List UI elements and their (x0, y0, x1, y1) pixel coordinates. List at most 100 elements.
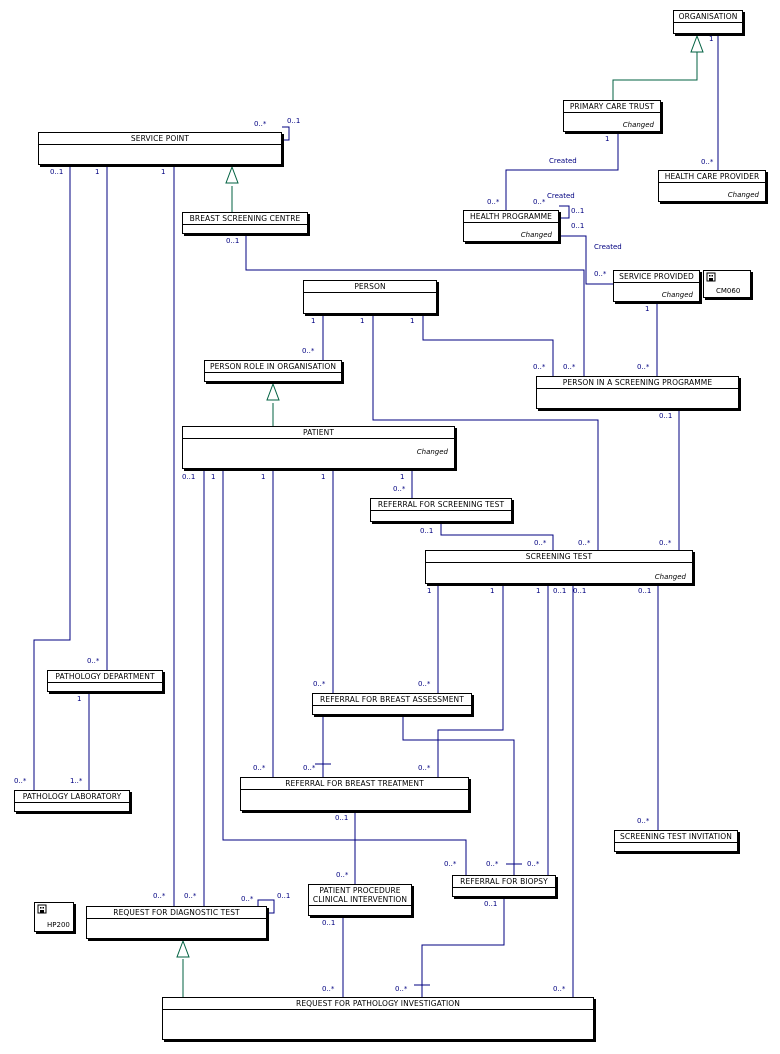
entity-name: SERVICE POINT (39, 133, 281, 145)
role-label: Created (549, 157, 577, 165)
multiplicity-label: 0..* (563, 363, 576, 371)
multiplicity-label: 0..* (87, 657, 100, 665)
multiplicity-label: 1 (261, 473, 266, 481)
entity-person-in-a-screening-programme[interactable]: PERSON IN A SCREENING PROGRAMME (536, 376, 739, 409)
multiplicity-label: 0..* (393, 485, 406, 493)
multiplicity-label: 0..* (701, 158, 714, 166)
multiplicity-label: 0..* (659, 539, 672, 547)
multiplicity-label: 0..* (594, 270, 607, 278)
entity-name: PRIMARY CARE TRUST (564, 101, 660, 113)
multiplicity-label: 0..1 (553, 587, 567, 595)
multiplicity-label: 0..* (637, 363, 650, 371)
multiplicity-label: 0..1 (573, 587, 587, 595)
entity-name: REFERRAL FOR SCREENING TEST (371, 499, 511, 511)
multiplicity-label: 0..1 (638, 587, 652, 595)
entity-name: SCREENING TEST INVITATION (615, 831, 737, 843)
multiplicity-label: 0..* (486, 860, 499, 868)
entity-service-provided[interactable]: SERVICE PROVIDED Changed (613, 270, 700, 302)
role-label: Created (594, 243, 622, 251)
entity-stereotype: Changed (416, 448, 448, 456)
entity-referral-for-breast-assessment[interactable]: REFERRAL FOR BREAST ASSESSMENT (312, 693, 472, 715)
entity-breast-screening-centre[interactable]: BREAST SCREENING CENTRE (182, 212, 308, 234)
relationship-line (222, 469, 467, 875)
entity-referral-for-biopsy[interactable]: REFERRAL FOR BIOPSY (452, 875, 556, 897)
multiplicity-label: 0..* (534, 539, 547, 547)
relationship-line (245, 234, 585, 376)
relationship-line (505, 133, 619, 210)
multiplicity-label: 0..1 (571, 207, 585, 215)
tag-cm060[interactable]: CM060 (703, 270, 751, 298)
entity-name: PATHOLOGY LABORATORY (15, 791, 129, 803)
entity-name: PATIENT (183, 427, 454, 439)
entity-name: REFERRAL FOR BREAST TREATMENT (241, 778, 468, 790)
entity-primary-care-trust[interactable]: PRIMARY CARE TRUST Changed (563, 100, 661, 132)
multiplicity-label: 0..1 (335, 814, 349, 822)
multiplicity-label: 0..* (313, 680, 326, 688)
tag-name: HP200 (47, 921, 70, 929)
multiplicity-label: 1 (400, 473, 405, 481)
entity-name: SCREENING TEST (426, 551, 692, 563)
multiplicity-label: 1 (360, 317, 365, 325)
entity-organisation[interactable]: ORGANISATION (673, 10, 743, 34)
entity-patient[interactable]: PATIENT Changed (182, 426, 455, 469)
building-icon (706, 272, 716, 282)
entity-screening-test[interactable]: SCREENING TEST Changed (425, 550, 693, 584)
entity-name: SERVICE PROVIDED (614, 271, 699, 283)
multiplicity-label: 1..* (70, 777, 83, 785)
entity-person[interactable]: PERSON (303, 280, 437, 314)
multiplicity-label: 0..1 (322, 919, 336, 927)
multiplicity-label: 0..* (533, 198, 546, 206)
relationship-line (440, 522, 554, 550)
entity-name: PATHOLOGY DEPARTMENT (48, 671, 162, 683)
entity-patient-procedure-clinical-intervention[interactable]: PATIENT PROCEDURE CLINICAL INTERVENTION (308, 884, 412, 916)
entity-pathology-laboratory[interactable]: PATHOLOGY LABORATORY (14, 790, 130, 812)
multiplicity-label: 0..* (336, 871, 349, 879)
relationship-line (559, 205, 570, 219)
multiplicity-label: 0..1 (277, 892, 291, 900)
multiplicity-label: 1 (95, 168, 100, 176)
building-icon (37, 904, 47, 914)
multiplicity-label: 0..* (241, 895, 254, 903)
multiplicity-label: 0..* (553, 985, 566, 993)
relationship-line (422, 314, 554, 376)
multiplicity-label: 0..* (322, 985, 335, 993)
multiplicity-label: 1 (311, 317, 316, 325)
multiplicity-label: 0..* (637, 817, 650, 825)
generalization-arrow (266, 382, 280, 401)
multiplicity-label: 0..1 (659, 412, 673, 420)
multiplicity-label: 0..1 (420, 527, 434, 535)
generalization-line (612, 52, 698, 100)
multiplicity-label: 0..* (303, 764, 316, 772)
multiplicity-label: 1 (427, 587, 432, 595)
multiplicity-label: 0..1 (182, 473, 196, 481)
entity-name: REFERRAL FOR BREAST ASSESSMENT (313, 694, 471, 706)
entity-person-role-in-organisation[interactable]: PERSON ROLE IN ORGANISATION (204, 360, 342, 382)
entity-health-programme[interactable]: HEALTH PROGRAMME Changed (463, 210, 559, 242)
entity-name: ORGANISATION (674, 11, 742, 23)
entity-request-for-pathology-investigation[interactable]: REQUEST FOR PATHOLOGY INVESTIGATION (162, 997, 594, 1040)
entity-health-care-provider[interactable]: HEALTH CARE PROVIDER Changed (658, 170, 766, 202)
multiplicity-label: 0..* (418, 764, 431, 772)
generalization-arrow (690, 34, 704, 53)
relationship-line (257, 899, 275, 914)
entity-referral-for-breast-treatment[interactable]: REFERRAL FOR BREAST TREATMENT (240, 777, 469, 811)
multiplicity-label: 0..* (533, 363, 546, 371)
entity-name: PATIENT PROCEDURE CLINICAL INTERVENTION (309, 885, 411, 906)
relationship-line (559, 235, 613, 285)
multiplicity-label: 0..1 (287, 117, 301, 125)
entity-service-point[interactable]: SERVICE POINT (38, 132, 282, 165)
entity-pathology-department[interactable]: PATHOLOGY DEPARTMENT (47, 670, 163, 692)
entity-referral-for-screening-test[interactable]: REFERRAL FOR SCREENING TEST (370, 498, 512, 522)
generalization-arrow (225, 165, 239, 184)
multiplicity-label: 1 (605, 135, 610, 143)
entity-request-for-diagnostic-test[interactable]: REQUEST FOR DIAGNOSTIC TEST (86, 906, 267, 939)
entity-name: HEALTH CARE PROVIDER (659, 171, 765, 183)
entity-name: PERSON (304, 281, 436, 293)
entity-name: PERSON IN A SCREENING PROGRAMME (537, 377, 738, 389)
entity-stereotype: Changed (520, 231, 552, 239)
multiplicity-label: 1 (321, 473, 326, 481)
entity-screening-test-invitation[interactable]: SCREENING TEST INVITATION (614, 830, 738, 852)
tag-hp200[interactable]: HP200 (34, 902, 74, 932)
